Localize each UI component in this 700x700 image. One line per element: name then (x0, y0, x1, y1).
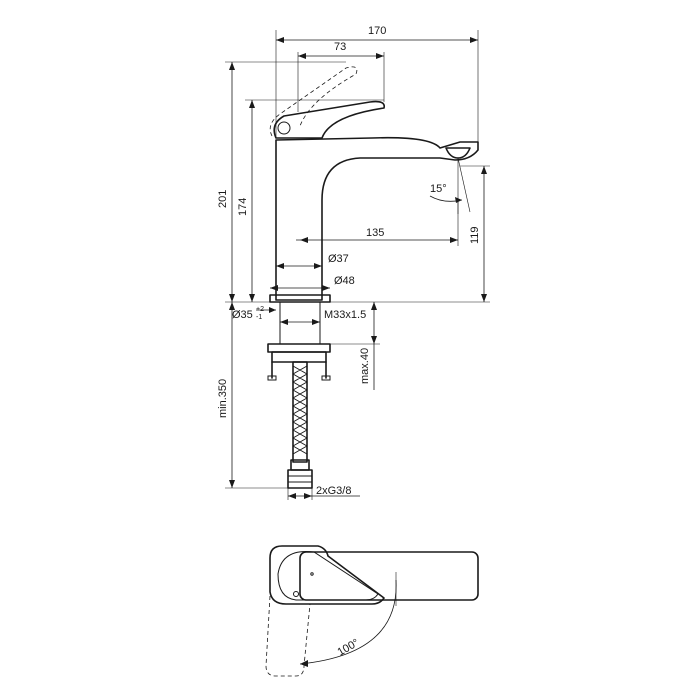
aerator (445, 147, 471, 159)
top-view (265, 545, 479, 677)
faucet-body-outline (275, 136, 479, 301)
dim-201: 201 (217, 190, 229, 208)
hose-braid (292, 365, 308, 455)
dim-thread: M33x1.5 (324, 309, 366, 321)
side-view (269, 66, 479, 303)
lever-handle (273, 100, 386, 139)
lever-handle-raised (269, 66, 358, 137)
dim-d35: Ø35 (232, 309, 253, 321)
dim-max40: max.40 (359, 348, 371, 384)
dim-connection: 2xG3/8 (316, 485, 351, 497)
dim-135: 135 (366, 227, 384, 239)
dimension-lines (225, 30, 490, 500)
swing-arc (299, 579, 397, 665)
handle-pin (293, 591, 299, 597)
dim-73: 73 (334, 41, 346, 53)
dim-100-deg: 100° (336, 637, 362, 659)
dim-d37: Ø37 (328, 253, 349, 265)
dimension-labels: 170 73 201 174 15° 135 119 Ø37 Ø48 Ø35 +… (217, 25, 481, 659)
dim-174: 174 (237, 198, 249, 216)
dim-119: 119 (469, 226, 481, 244)
dim-d48: Ø48 (334, 275, 355, 287)
dim-15-deg: 15° (430, 183, 447, 195)
mounting-nut (271, 351, 327, 363)
dim-d35-tol-upper: +2 (256, 306, 264, 313)
base-ring (269, 294, 331, 303)
handle-top-outline (269, 545, 385, 605)
hose-nut (287, 469, 313, 489)
mounting-plate (267, 343, 331, 353)
spout-top-outline (299, 551, 479, 601)
handle-pivot (277, 121, 291, 135)
handle-top-inner (277, 550, 379, 601)
dim-170: 170 (368, 25, 386, 37)
braided-hose (292, 361, 308, 463)
dim-min350: min.350 (217, 379, 229, 418)
dim-d35-tol-lower: -1 (256, 314, 262, 321)
mounting-assembly (267, 301, 331, 489)
